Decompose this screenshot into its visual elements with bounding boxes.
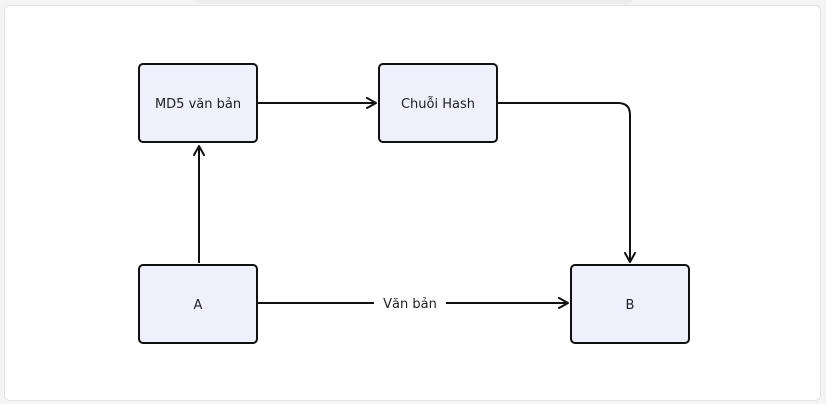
edge-hash-to-b [497, 102, 636, 263]
edge-a-to-b: Văn bản [258, 297, 569, 312]
node-md5-van-ban[interactable]: MD5 văn bản [138, 63, 258, 143]
node-label: Chuỗi Hash [401, 97, 475, 112]
node-label: MD5 văn bản [155, 97, 241, 112]
node-b[interactable]: B [570, 264, 690, 344]
node-label: B [626, 298, 635, 313]
top-panel-edge [196, 0, 632, 4]
edge-label-van-ban: Văn bản [383, 297, 437, 312]
node-chuoi-hash[interactable]: Chuỗi Hash [378, 63, 498, 143]
node-label: A [194, 298, 203, 313]
node-a[interactable]: A [138, 264, 258, 344]
